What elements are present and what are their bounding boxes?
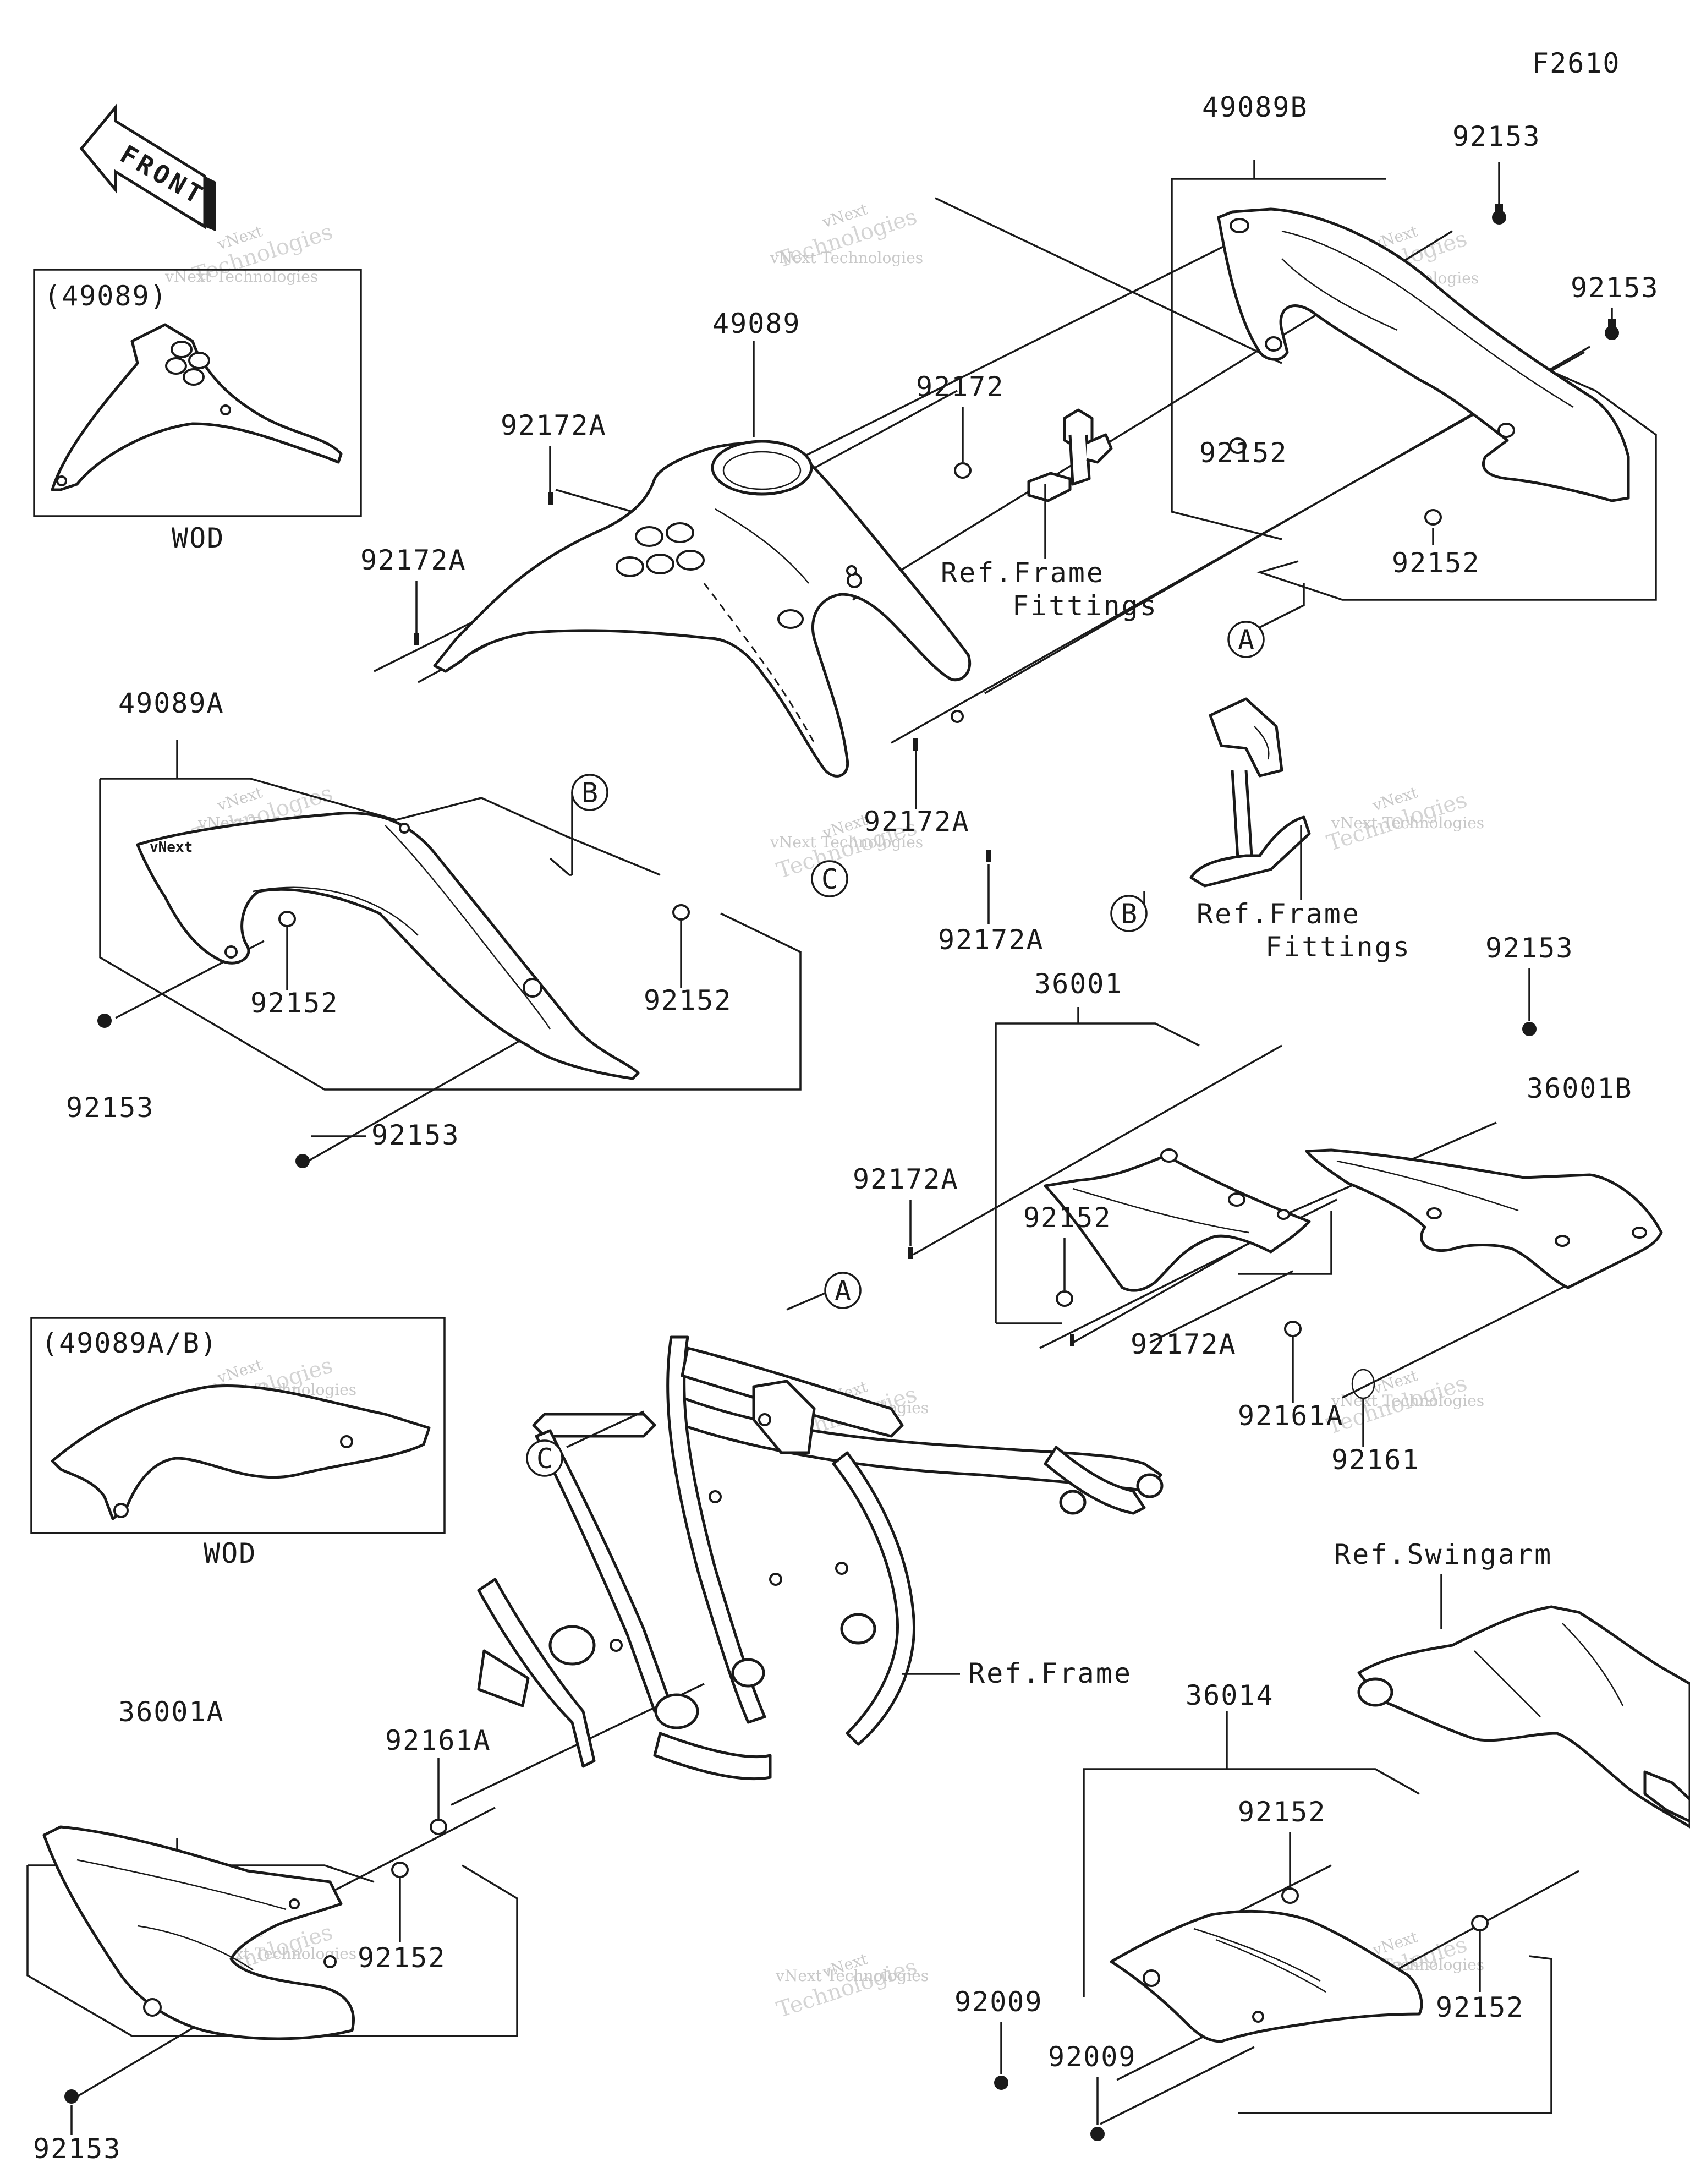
pin-icon: [1070, 1334, 1074, 1346]
label-92152: 92152: [358, 1942, 446, 1974]
bolts: [64, 204, 1619, 2141]
frame-fitting-bracket-1: [1027, 408, 1113, 502]
label-92152: 92152: [1392, 547, 1480, 579]
label-92172A: 92172A: [501, 409, 607, 441]
bolt-icon: [64, 2089, 79, 2104]
label-92153: 92153: [66, 1092, 155, 1124]
label-92172: 92172: [916, 371, 1005, 403]
inset1-caption: WOD: [172, 522, 224, 554]
callout-c-label: C: [821, 863, 839, 895]
label-92152: 92152: [250, 987, 339, 1019]
label-92153: 92153: [1452, 121, 1541, 152]
pin-icon: [548, 492, 553, 505]
label-92152: 92152: [1436, 1991, 1524, 2023]
pin-icon: [414, 633, 419, 645]
callout-a2: [824, 1272, 862, 1309]
callout-b-label: B: [581, 777, 599, 809]
callout-a-label: A: [1238, 624, 1255, 656]
watermark-line3: vNext Technologies: [770, 249, 923, 267]
bolt-icon: [1522, 1022, 1537, 1036]
label-92152: 92152: [1023, 1202, 1112, 1234]
label-36014: 36014: [1186, 1679, 1274, 1711]
part-36014: [1110, 1909, 1423, 2043]
bolt-icon: [97, 1014, 112, 1028]
label-92153: 92153: [371, 1119, 460, 1151]
callout-a2-label: A: [835, 1275, 852, 1307]
callout-b2-label: B: [1121, 898, 1138, 930]
label-36001B: 36001B: [1527, 1072, 1633, 1104]
reference-labels: Ref.Frame Fittings Ref.Frame Fittings Re…: [902, 484, 1552, 1689]
label-92153: 92153: [33, 2133, 122, 2165]
ref-swingarm: Ref.Swingarm: [1334, 1539, 1552, 1570]
watermark-line3: vNext Technologies: [1331, 814, 1484, 832]
watermark-line3: vNext Technologies: [770, 833, 923, 851]
main-frame: [477, 1335, 1164, 1781]
pin-icon: [913, 738, 918, 751]
callout-c2: [526, 1439, 563, 1477]
decal-mark: vNext: [150, 839, 193, 856]
label-92161A: 92161A: [1238, 1400, 1344, 1432]
label-92153: 92153: [1485, 932, 1574, 964]
label-92161: 92161: [1331, 1444, 1420, 1476]
ref-frame-fittings-1a: Ref.Frame: [941, 557, 1105, 589]
label-49089B: 49089B: [1202, 91, 1308, 123]
label-49089: 49089: [712, 308, 801, 340]
label-92009: 92009: [954, 1986, 1043, 2018]
callout-a: [1227, 621, 1265, 658]
label-92009: 92009: [1048, 2041, 1137, 2073]
ref-frame: Ref.Frame: [968, 1657, 1132, 1689]
part-49089A: vNext: [136, 812, 640, 1080]
label-36001A: 36001A: [118, 1696, 224, 1728]
part-49089: [433, 440, 972, 778]
swingarm: [1357, 1605, 1690, 1829]
inset-49089: (49089) WOD: [33, 269, 362, 554]
part-labels: 49089B 92153 92153 92152 92152 49089 921…: [33, 91, 1659, 2165]
inset2-caption: WOD: [204, 1537, 256, 1569]
watermark-line3: vNext Technologies: [1331, 1392, 1484, 1410]
inset1-title: (49089): [44, 280, 168, 312]
callout-b2: [1110, 895, 1148, 932]
label-92152: 92152: [644, 984, 732, 1016]
callout-c2-label: C: [536, 1443, 554, 1475]
bolt-icon: [1605, 319, 1619, 340]
part-36001A: [42, 1825, 355, 2040]
part-49089B: [1217, 207, 1630, 502]
label-92172A: 92172A: [864, 806, 970, 838]
callout-c: [811, 860, 848, 897]
label-92152: 92152: [1238, 1796, 1326, 1828]
part-36001: [1044, 1148, 1311, 1292]
label-92172A: 92172A: [360, 544, 467, 576]
label-92152: 92152: [1199, 437, 1288, 469]
bolt-icon: [994, 2076, 1008, 2090]
bolt-icon: [295, 1154, 310, 1168]
ref-frame-fittings-1b: Fittings: [1012, 590, 1158, 622]
ref-frame-fittings-2b: Fittings: [1265, 931, 1411, 963]
frame-fitting-bracket-2: [1189, 697, 1311, 888]
front-arrow-icon: FRONT: [79, 103, 216, 231]
watermark-line3: vNext Technologies: [775, 1967, 929, 1985]
inset2-title: (49089A/B): [41, 1327, 218, 1359]
bolt-icon: [1492, 204, 1506, 225]
label-92172A: 92172A: [1131, 1328, 1237, 1360]
part-36001B: [1305, 1148, 1663, 1289]
figure-code: F2610: [1532, 47, 1621, 79]
label-92161A: 92161A: [385, 1725, 491, 1756]
washers: [278, 437, 1489, 1931]
callouts: A B C B A C: [526, 583, 1305, 1477]
pin-icon: [986, 850, 991, 862]
label-49089A: 49089A: [118, 687, 224, 719]
label-92153: 92153: [1571, 272, 1659, 304]
ref-frame-fittings-2a: Ref.Frame: [1197, 898, 1360, 930]
label-36001: 36001: [1034, 968, 1123, 1000]
bolt-icon: [1090, 2127, 1105, 2141]
label-92172A: 92172A: [938, 924, 1044, 956]
callout-b: [571, 774, 608, 811]
pin-icon: [908, 1247, 913, 1259]
inset-49089ab: (49089A/B) WOD: [30, 1317, 446, 1569]
label-92172A: 92172A: [853, 1163, 959, 1195]
